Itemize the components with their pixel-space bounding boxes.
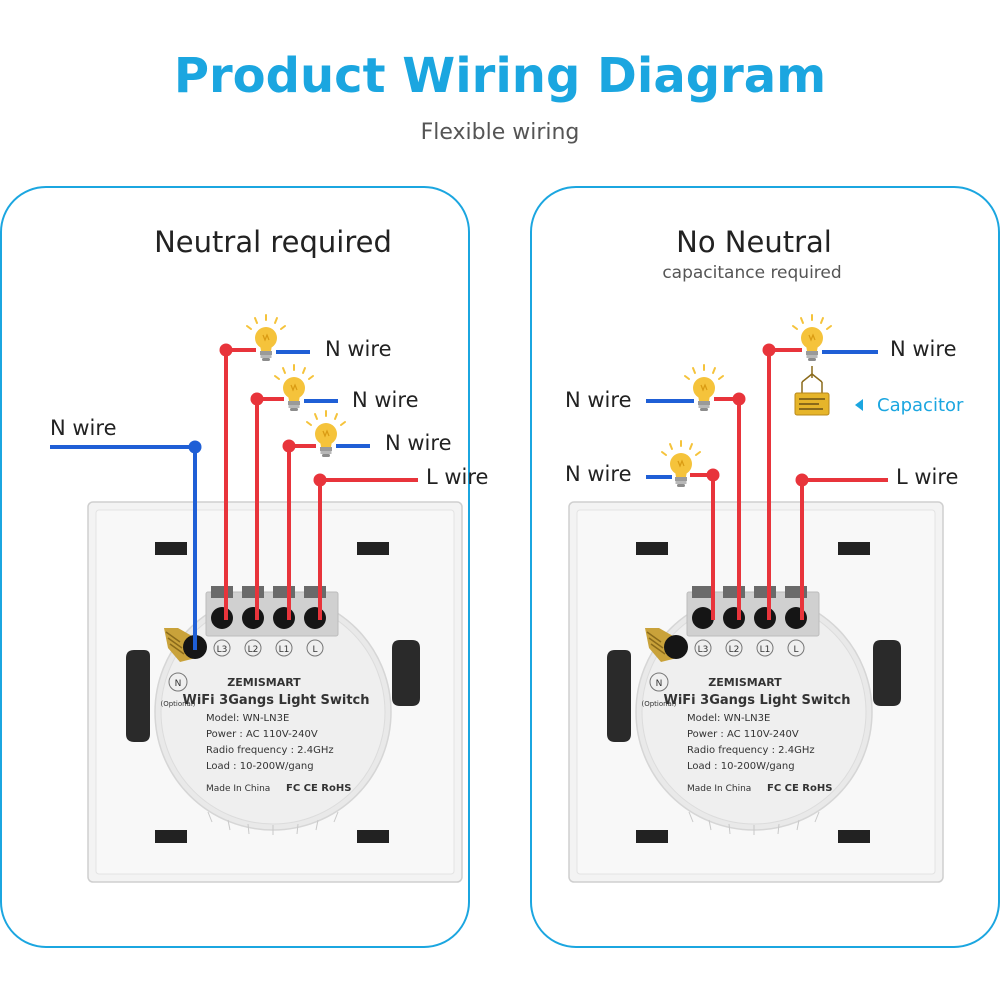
light-bulb-icon bbox=[246, 314, 286, 362]
radio-label: Radio frequency : 2.4GHz bbox=[687, 745, 815, 756]
arrow-left-icon bbox=[855, 399, 863, 411]
panel-no-neutral bbox=[530, 186, 1000, 948]
left-wire-l3 bbox=[219, 343, 310, 620]
terminal-label-l2: L2 bbox=[248, 645, 259, 655]
optional-label: (Optional) bbox=[160, 700, 195, 708]
product-label: WiFi 3Gangs Light Switch bbox=[663, 693, 850, 708]
panel-left-heading: Neutral required bbox=[154, 225, 392, 259]
right-n-wire-2-label: N wire bbox=[565, 388, 632, 412]
right-wire-l3 bbox=[646, 468, 720, 620]
terminal-label-l: L bbox=[793, 645, 798, 655]
capacitor-icon bbox=[794, 373, 830, 416]
capacitor-label: Capacitor bbox=[877, 395, 964, 416]
power-label: Power : AC 110V-240V bbox=[206, 729, 318, 740]
switch-back-left: L3 L2 L1 L N (Optional) ZEMISMART WiFi 3… bbox=[87, 501, 463, 883]
left-neutral-wire bbox=[50, 440, 202, 650]
terminal-label-l: L bbox=[312, 645, 317, 655]
left-n-wire-1-label: N wire bbox=[325, 337, 392, 361]
load-label: Load : 10-200W/gang bbox=[206, 761, 314, 772]
terminal-label-l1: L1 bbox=[760, 645, 771, 655]
brand-label: ZEMISMART bbox=[708, 676, 782, 689]
right-n-wire-1-label: N wire bbox=[890, 337, 957, 361]
terminal-label-l2: L2 bbox=[729, 645, 740, 655]
panel-neutral-required bbox=[0, 186, 470, 948]
optional-label: (Optional) bbox=[641, 700, 676, 708]
left-l-wire-label: L wire bbox=[426, 465, 488, 489]
left-wire-l1 bbox=[282, 439, 370, 620]
switch-back-right: L3 L2 L1 L N (Optional) ZEMISMART WiFi 3… bbox=[568, 501, 944, 883]
left-wire-l2 bbox=[250, 392, 338, 620]
terminal-label-l1: L1 bbox=[279, 645, 290, 655]
terminal-label-l3: L3 bbox=[698, 645, 709, 655]
page-subtitle: Flexible wiring bbox=[420, 120, 580, 145]
power-label: Power : AC 110V-240V bbox=[687, 729, 799, 740]
brand-label: ZEMISMART bbox=[227, 676, 301, 689]
left-neutral-wire-label: N wire bbox=[50, 416, 117, 440]
terminal-label-n: N bbox=[175, 679, 182, 689]
right-wire-l2 bbox=[646, 392, 746, 620]
right-wire-l bbox=[795, 473, 888, 620]
page-title: Product Wiring Diagram bbox=[173, 48, 827, 104]
panel-right-heading: No Neutral bbox=[676, 225, 832, 259]
origin-label: Made In China bbox=[687, 784, 751, 794]
light-bulb-icon bbox=[661, 440, 701, 488]
light-bulb-icon bbox=[274, 364, 314, 412]
certs-label: FC CE RoHS bbox=[767, 783, 832, 794]
certs-label: FC CE RoHS bbox=[286, 783, 351, 794]
model-label: Model: WN-LN3E bbox=[206, 713, 289, 724]
terminal-label-l3: L3 bbox=[217, 645, 228, 655]
terminal-label-n: N bbox=[656, 679, 663, 689]
product-label: WiFi 3Gangs Light Switch bbox=[182, 693, 369, 708]
load-label: Load : 10-200W/gang bbox=[687, 761, 795, 772]
right-wire-l1 bbox=[762, 343, 878, 620]
radio-label: Radio frequency : 2.4GHz bbox=[206, 745, 334, 756]
right-n-wire-3-label: N wire bbox=[565, 462, 632, 486]
light-bulb-icon bbox=[792, 314, 832, 362]
origin-label: Made In China bbox=[206, 784, 270, 794]
left-wire-l bbox=[313, 473, 418, 620]
panel-right-subheading: capacitance required bbox=[662, 263, 841, 283]
light-bulb-icon bbox=[684, 364, 724, 412]
right-l-wire-label: L wire bbox=[896, 465, 958, 489]
model-label: Model: WN-LN3E bbox=[687, 713, 770, 724]
light-bulb-icon bbox=[306, 410, 346, 458]
left-n-wire-3-label: N wire bbox=[385, 431, 452, 455]
left-n-wire-2-label: N wire bbox=[352, 388, 419, 412]
